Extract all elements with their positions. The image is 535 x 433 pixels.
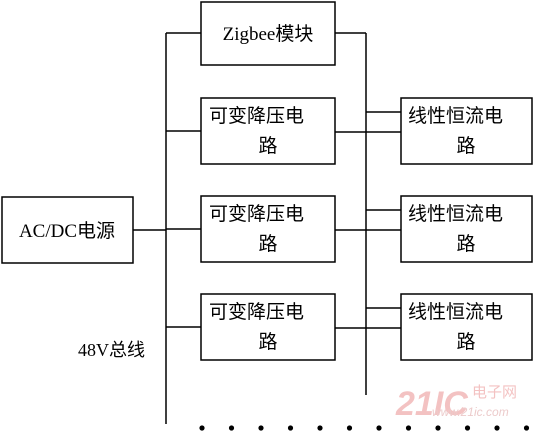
continuation-dot	[376, 425, 382, 431]
continuation-dot	[405, 425, 412, 431]
driver-3-label-line2: 路	[456, 331, 475, 353]
converter-1-label-line1: 可变降压电	[209, 105, 304, 127]
power-source-box	[1, 196, 134, 264]
connection-lines	[133, 32, 401, 424]
continuation-dot	[464, 425, 471, 431]
power-source-label: AC/DC电源	[19, 220, 115, 242]
watermark-logo: 21IC 电子网 www.21ic.com	[395, 384, 517, 423]
driver-3-label-line1: 线性恒流电	[408, 301, 503, 323]
converter-3-label-line1: 可变降压电	[209, 301, 304, 323]
boxes	[1, 1, 533, 361]
converter-3-label-line2: 路	[258, 331, 277, 353]
continuation-dot	[287, 425, 294, 431]
driver-box-1	[400, 97, 533, 165]
converter-box-1	[200, 97, 336, 165]
bus-label: 48V总线	[78, 340, 145, 360]
continuation-dot	[523, 425, 530, 431]
continuation-dot	[317, 425, 323, 431]
driver-2-label-line1: 线性恒流电	[408, 203, 503, 225]
continuation-dots	[199, 425, 530, 431]
converter-2-label-line2: 路	[258, 233, 277, 255]
driver-box-2	[400, 195, 533, 263]
converter-2-label-line1: 可变降压电	[209, 203, 304, 225]
driver-1-label-line1: 线性恒流电	[408, 105, 503, 127]
driver-box-3	[400, 293, 533, 361]
continuation-dot	[199, 425, 205, 431]
zigbee-module-box	[200, 1, 336, 66]
continuation-dot	[258, 425, 264, 431]
converter-box-3	[200, 293, 336, 361]
driver-2-label-line2: 路	[456, 233, 475, 255]
continuation-dot	[228, 425, 235, 431]
driver-1-label-line2: 路	[456, 135, 475, 157]
converter-box-2	[200, 195, 336, 263]
converter-1-label-line2: 路	[258, 135, 277, 157]
continuation-dot	[494, 425, 500, 431]
svg-text:21IC: 21IC	[395, 385, 468, 423]
zigbee-module-label: Zigbee模块	[223, 23, 314, 45]
svg-text:www.21ic.com: www.21ic.com	[432, 405, 509, 419]
continuation-dot	[435, 425, 441, 431]
continuation-dot	[346, 425, 353, 431]
svg-text:电子网: 电子网	[472, 384, 517, 401]
